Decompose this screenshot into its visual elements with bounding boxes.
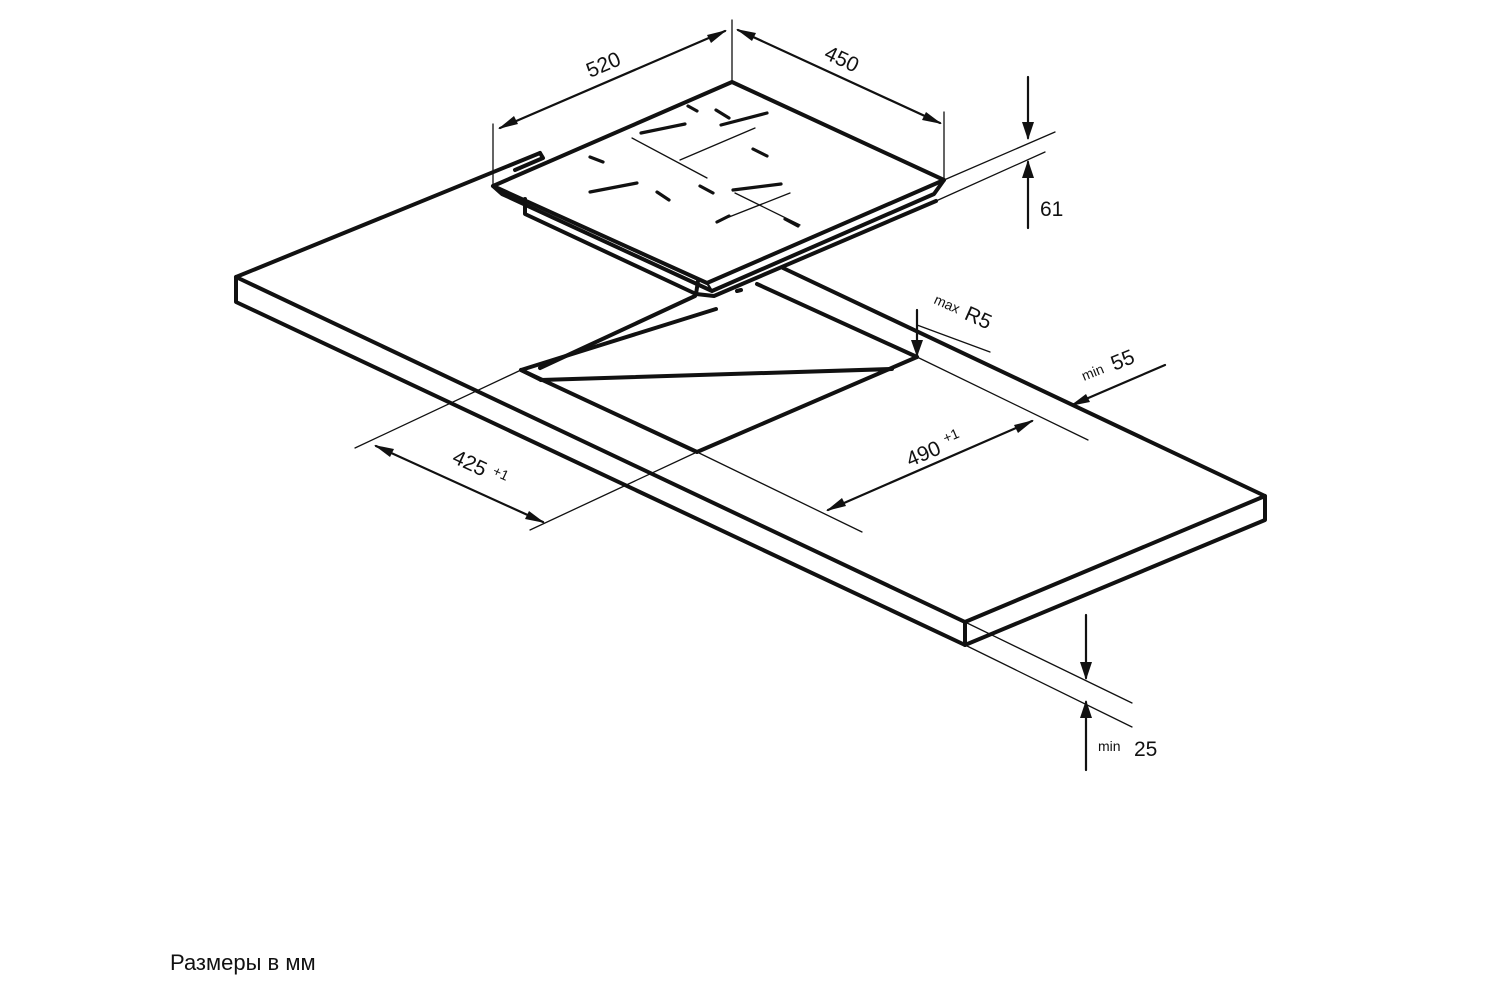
dim-line-520 [498, 29, 727, 130]
hob-cooking-zones [588, 104, 801, 228]
ext-line-61-top [943, 131, 1056, 181]
hob-body-corner [694, 279, 700, 296]
zone-mark [751, 147, 769, 158]
label-cutout-radius: max R5 [932, 291, 995, 334]
ext-line-490-back [916, 356, 1089, 441]
zone-mark [698, 184, 715, 195]
arrow-61-bottom [1022, 160, 1034, 178]
label-min-front-gap-value: 55 [1108, 345, 1138, 375]
label-hob-height: 61 [1040, 198, 1063, 221]
countertop-top-front-edge [234, 275, 967, 624]
hob-glass-thickness [491, 178, 946, 293]
ext-line-425-right [529, 451, 698, 531]
zone-cross [631, 137, 708, 179]
hob [491, 80, 946, 298]
arrow-450-left [736, 29, 756, 41]
dim-line-490 [826, 419, 1034, 512]
zone-mark [686, 104, 699, 113]
units-caption: Размеры в мм [170, 950, 316, 975]
countertop-top-left-edges [234, 151, 1267, 647]
cutout-inner-back-edge [519, 368, 543, 382]
dim-line-425 [374, 444, 545, 524]
arrow-425-right [525, 511, 545, 523]
zone-mark [588, 181, 639, 194]
label-cutout-depth-tolerance: +1 [490, 463, 511, 484]
label-cutout-width-tolerance: +1 [940, 425, 961, 446]
zone-mark [588, 155, 605, 164]
ext-line-425-left [354, 369, 522, 449]
leader-r5 [916, 324, 991, 353]
zone-cross [679, 127, 756, 161]
countertop-back-edge-segment-2 [735, 288, 743, 293]
ext-line-25-top [964, 621, 1133, 704]
zone-mark [655, 190, 671, 202]
cutout-inner-left-edge [539, 367, 894, 382]
label-min-thickness-value: 25 [1134, 738, 1157, 761]
zone-mark [783, 217, 800, 228]
label-cutout-radius-value: R5 [961, 302, 995, 334]
zone-cross [734, 192, 801, 226]
label-cutout-width-value: 490 [903, 437, 944, 472]
arrow-25-top [1080, 662, 1092, 680]
arrow-25-bottom [1080, 700, 1092, 718]
arrow-r5 [911, 340, 923, 357]
arrow-490-left [826, 498, 846, 511]
cutout-top-left [538, 294, 697, 370]
arrow-425-left [374, 445, 394, 457]
countertop-front-right-edge [963, 494, 1267, 624]
zone-mark [714, 108, 731, 120]
label-cutout-depth-value: 425 [449, 446, 490, 482]
arrow-490-right [1014, 420, 1034, 433]
countertop-back-edge-segment-1 [755, 282, 919, 359]
ext-line-25-bottom [964, 644, 1133, 728]
arrow-61-top [1022, 122, 1034, 140]
label-min-thickness-prefix: min [1098, 738, 1121, 754]
dimension-lines [354, 19, 1167, 772]
zone-mark [715, 214, 731, 224]
countertop-back-notch [513, 151, 545, 172]
ext-line-61-bottom [935, 151, 1046, 202]
zone-mark [731, 182, 783, 192]
label-min-front-gap-prefix: min [1079, 360, 1106, 383]
arrow-450-right [922, 112, 942, 124]
ext-line-490-front [696, 451, 863, 533]
zone-mark [719, 111, 769, 127]
zone-mark [639, 122, 687, 135]
arrow-520-right [707, 30, 727, 43]
countertop [234, 151, 1267, 647]
label-cutout-radius-prefix: max [932, 291, 963, 316]
arrow-520-left [498, 116, 518, 129]
arrow-55 [1070, 394, 1090, 406]
dimension-labels: 520 450 61 max R5 min 55 490 +1 425 +1 m… [449, 42, 1157, 761]
cutout-outline [519, 307, 919, 454]
cutout [519, 294, 919, 454]
dim-line-450 [736, 28, 942, 125]
hob-glass-front-edge [705, 281, 714, 293]
